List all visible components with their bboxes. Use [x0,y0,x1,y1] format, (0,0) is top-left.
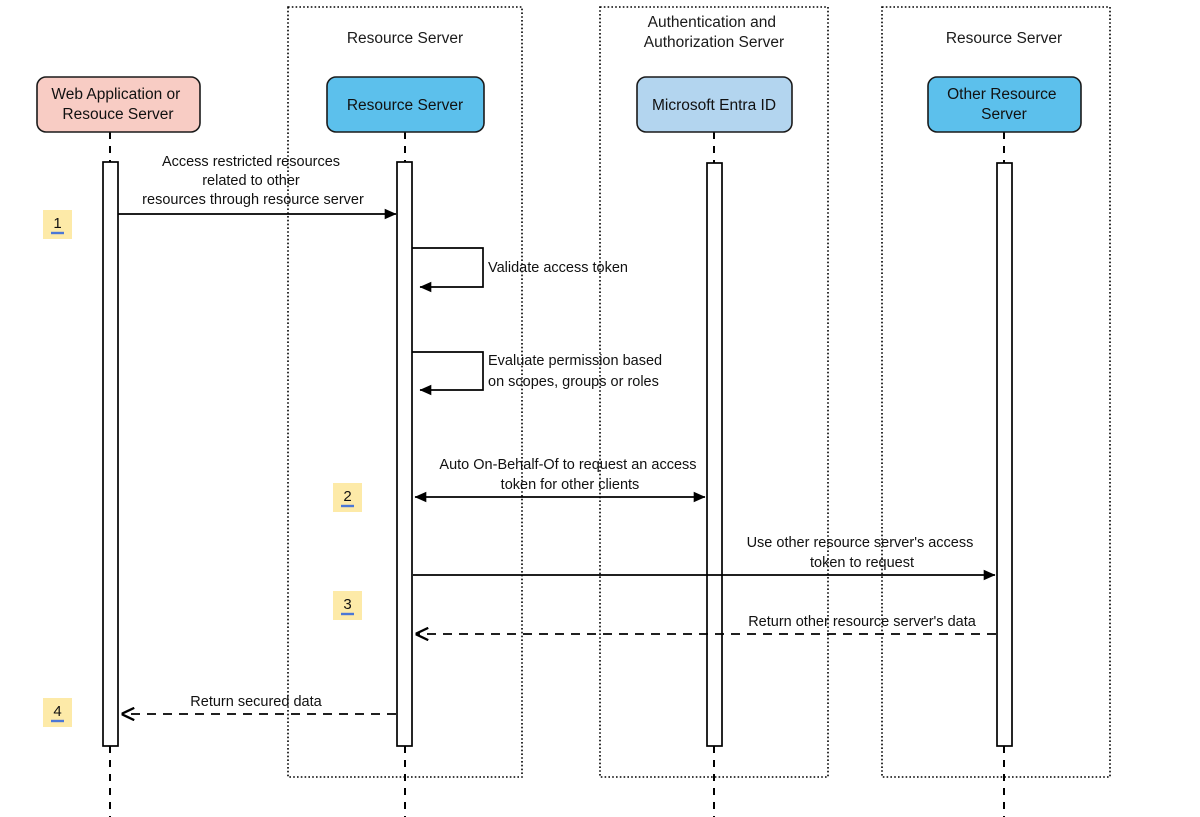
actor-label-microsoft-entra-id: Microsoft Entra ID [652,97,776,114]
message-auto-on-behalf-of: Auto On-Behalf-Of to request an access t… [414,457,706,503]
message-use-token-label: Use other resource server's access token… [747,535,978,571]
actor-label-web-application: Web Application or Resouce Server [51,86,184,123]
step-badge-3[interactable]: 3 [333,591,362,620]
activation-web-application [102,161,119,747]
message-validate-access-token: Validate access token [412,247,628,293]
actor-label-resource-server: Resource Server [347,97,463,114]
group-box-other-resource-server [881,6,1111,778]
step-badge-4[interactable]: 4 [43,698,72,727]
group-containers: Resource Server Authentication and Autho… [287,6,1111,778]
group-title-other-resource-server: Resource Server [946,30,1062,47]
actor-box-other-resource-server[interactable] [927,76,1082,133]
lifelines [109,132,1005,817]
step-badge-2[interactable]: 2 [333,483,362,512]
message-use-other-access-token: Use other resource server's access token… [413,535,996,581]
activation-other-resource-server [996,162,1013,747]
message-validate-self-path [412,247,484,293]
message-2-label: Auto On-Behalf-Of to request an access t… [439,457,700,493]
activation-bars [102,161,1013,747]
activation-resource-server [396,161,413,747]
message-4-label: Return secured data [190,694,322,710]
actor-box-web-application[interactable] [36,76,201,133]
step-badge-1-text: 1 [53,215,61,232]
step-badges: 1 2 3 4 [43,210,362,727]
message-evaluate-self-path [412,351,484,396]
step-badge-3-text: 3 [343,596,351,613]
actor-label-other-resource-server: Other Resource Server [947,86,1061,123]
message-evaluate-label: Evaluate permission based on scopes, gro… [488,353,666,390]
group-title-auth-server: Authentication and Authorization Server [644,14,784,51]
step-badge-2-text: 2 [343,488,351,505]
actor-box-resource-server[interactable] [326,76,485,133]
actor-box-microsoft-entra-id[interactable] [636,76,793,133]
step-badge-4-text: 4 [53,703,61,720]
message-evaluate-permission: Evaluate permission based on scopes, gro… [412,351,666,396]
step-badge-1[interactable]: 1 [43,210,72,239]
message-1-label: Access restricted resources related to o… [142,154,364,208]
actor-boxes: Web Application or Resouce Server Resour… [36,76,1082,133]
group-title-resource-server: Resource Server [347,30,463,47]
message-validate-label: Validate access token [488,260,628,276]
message-3-label: Return other resource server's data [748,614,977,630]
group-box-auth-server [599,6,829,778]
message-access-restricted-resources: Access restricted resources related to o… [118,154,397,220]
activation-entra-id [706,162,723,747]
message-return-other-data: Return other resource server's data [416,614,996,634]
message-return-secured-data: Return secured data [122,694,396,714]
